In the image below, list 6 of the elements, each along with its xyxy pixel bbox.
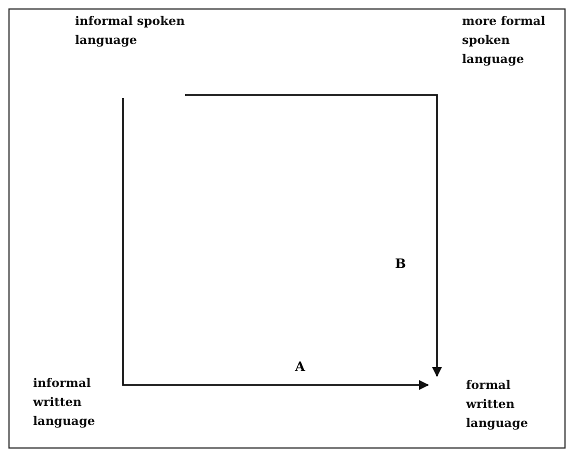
node-label: formal written language xyxy=(466,377,529,432)
arrow xyxy=(122,98,429,390)
node-label: informal spoken language xyxy=(75,13,185,49)
arrow xyxy=(185,94,442,377)
node-label: informal written language xyxy=(33,375,96,430)
node-label: more formal spoken language xyxy=(462,13,546,68)
